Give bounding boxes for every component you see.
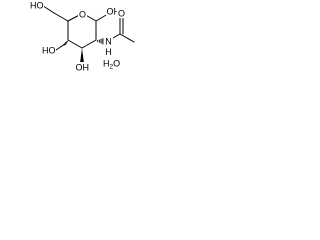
svg-text:O: O [118,9,125,19]
wedge-bond-c3-hydroxyl [80,48,84,62]
bond-c2-c3 [81,39,97,49]
water-hydrogen: H [103,59,110,69]
bond-c3-c4 [67,39,83,49]
svg-text:H2O: H2O [103,59,120,71]
svg-text:N: N [105,37,112,47]
svg-text:O: O [79,10,86,20]
bond-c1-anomeric-hydroxyl [95,14,108,22]
anomeric-hydroxyl-label: OH [106,6,121,17]
c4-hydroxyl-label: HO [41,45,56,56]
bond-c6-hydroxyl [43,6,55,14]
water-formula: H2O [103,59,120,71]
water-subscript: 2 [110,64,114,71]
water-oxygen: O [113,59,120,69]
hashed-bond-c4-hydroxyl [61,40,69,47]
bond-c4-hydroxyl-tail [55,45,63,51]
amide-nitrogen-label: N [104,36,113,47]
amide-hydrogen-label: H [105,47,112,57]
carbonyl-oxygen-label: O [117,8,126,19]
c6-hydroxyl-label: HO [29,0,44,11]
c3-hydroxyl-label: OH [75,62,90,73]
svg-text:H: H [105,47,112,57]
molecule-structure-diagram: O HO OH N H O HO OH H2O [29,0,135,73]
ring-oxygen-label: O [78,9,87,20]
bond-c5-ring-oxygen [67,15,79,22]
svg-text:OH: OH [76,63,90,73]
svg-text:OH: OH [107,7,121,17]
bond-ring-oxygen-c1 [86,15,97,22]
bond-nitrogen-carbonyl-carbon [112,33,121,39]
hashed-bond-c2-nitrogen [97,37,106,46]
svg-text:HO: HO [42,46,56,56]
svg-text:HO: HO [30,1,44,11]
bond-carbonyl-methyl [119,33,135,43]
bond-c5-c6 [53,12,69,22]
